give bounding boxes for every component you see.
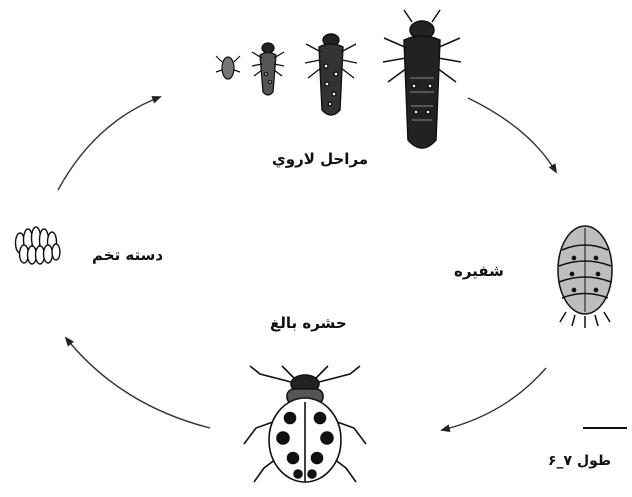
larva-stage-3-icon [305, 34, 357, 115]
larval-stages-label: مراحل لاروي [272, 150, 368, 168]
larva-stage-4-icon [383, 10, 461, 148]
scale-note: طول ۷_۶ [548, 453, 611, 469]
egg-cluster-icon [16, 227, 61, 264]
pupa-icon [558, 226, 612, 328]
arrow-eggs-to-larvae [58, 97, 160, 190]
scale-bar [583, 427, 627, 429]
adult-label: حشره بالغ [270, 314, 347, 332]
larva-stage-1-icon [216, 56, 240, 79]
arrow-adult-to-eggs [66, 338, 210, 428]
arrow-pupa-to-adult [442, 368, 546, 430]
arrow-larvae-to-pupa [468, 98, 556, 172]
larva-stage-2-icon [252, 43, 284, 95]
pupa-label: شفيره [454, 262, 504, 280]
adult-ladybird-icon [244, 366, 366, 482]
egg-cluster-label: دسته تخم [92, 246, 163, 264]
